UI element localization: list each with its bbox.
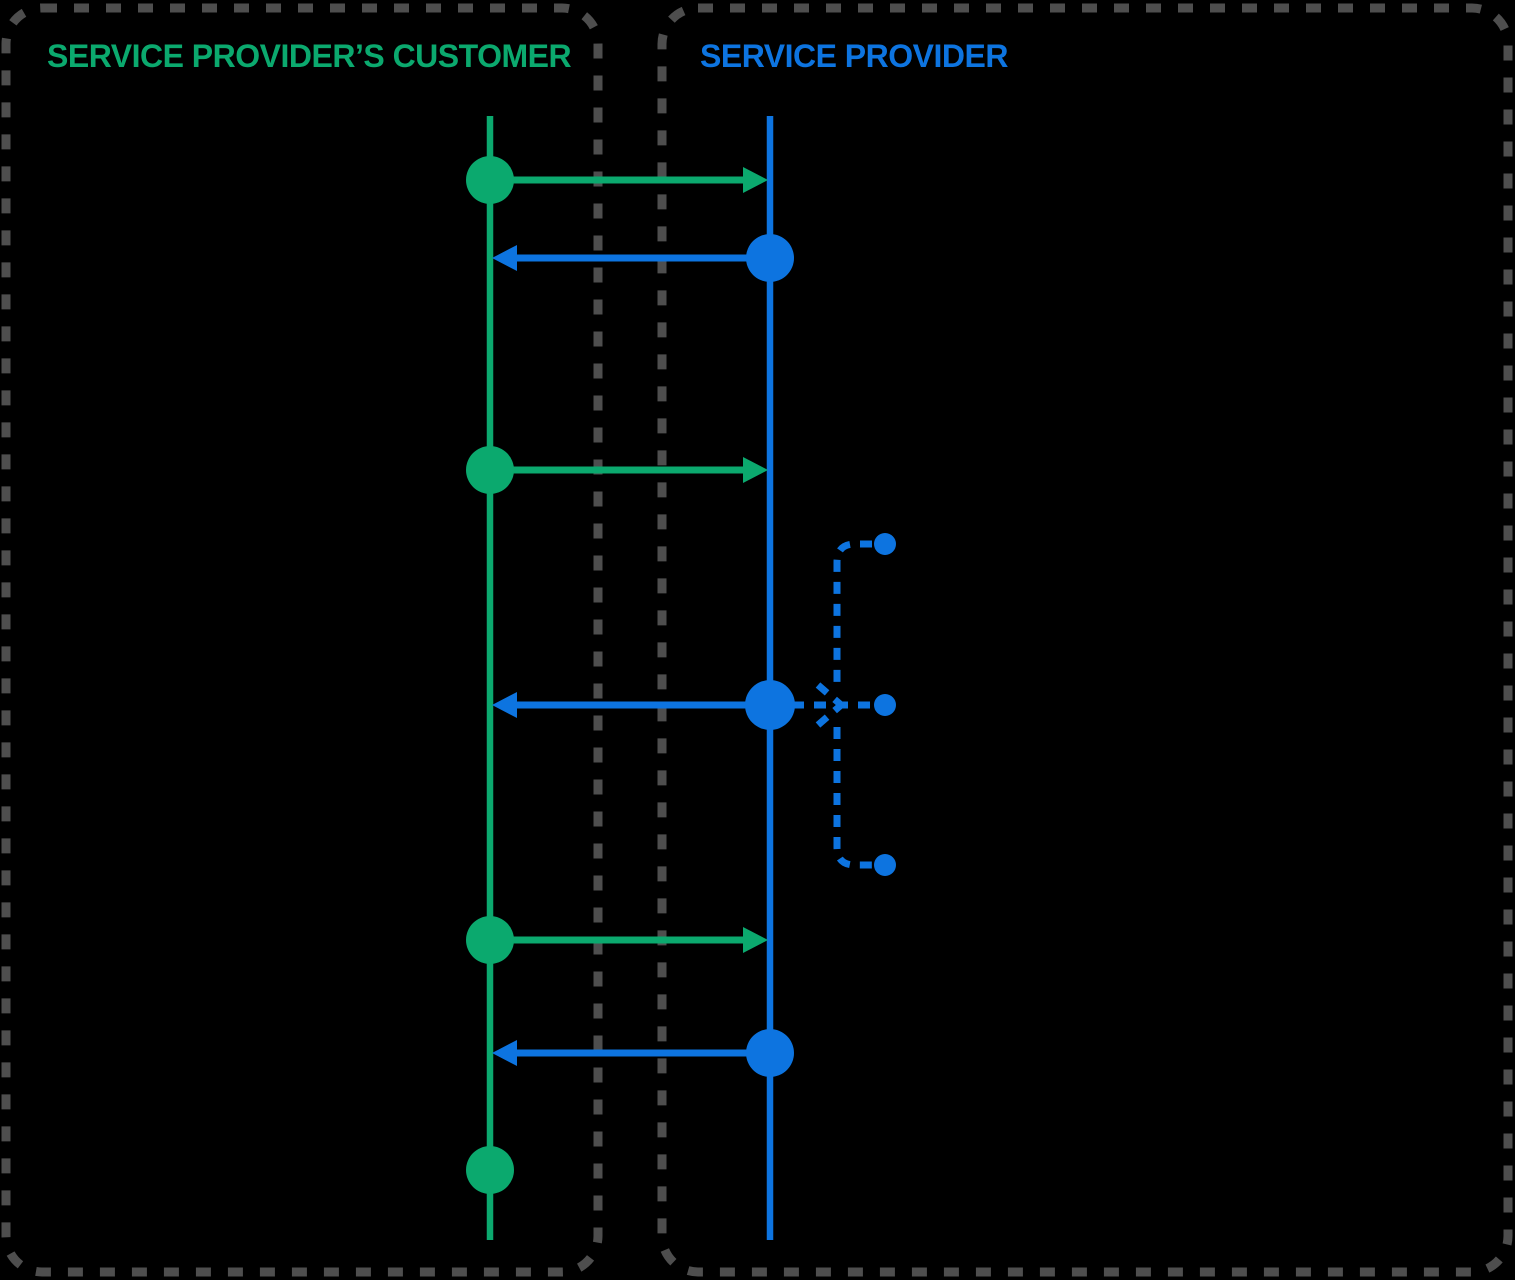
branch-dot-0	[874, 533, 896, 555]
panel-border-customer	[1, 3, 603, 1277]
event-node-2	[466, 446, 514, 494]
branch-dot-1	[874, 694, 896, 716]
event-node-0	[466, 156, 514, 204]
branch-arrowhead-lower	[815, 703, 843, 728]
panel-title-customer: SERVICE PROVIDER’S CUSTOMER	[47, 38, 572, 74]
message-arrowhead-1	[492, 245, 517, 271]
message-arrowhead-5	[492, 1040, 517, 1066]
branch-dot-2	[874, 854, 896, 876]
message-arrowhead-4	[743, 927, 768, 953]
message-arrowhead-2	[743, 457, 768, 483]
event-node-6	[466, 1146, 514, 1194]
event-node-3	[745, 680, 795, 730]
event-node-4	[466, 916, 514, 964]
panel-title-provider: SERVICE PROVIDER	[700, 38, 1008, 74]
message-arrowhead-3	[492, 692, 517, 718]
branch-curve-bottom	[833, 727, 872, 869]
event-node-5	[746, 1029, 794, 1077]
panel-border-provider	[657, 3, 1513, 1277]
event-node-1	[746, 234, 794, 282]
branch-arrowhead-upper	[815, 682, 843, 707]
branch-curve-top	[833, 540, 872, 683]
message-arrowhead-0	[743, 167, 768, 193]
